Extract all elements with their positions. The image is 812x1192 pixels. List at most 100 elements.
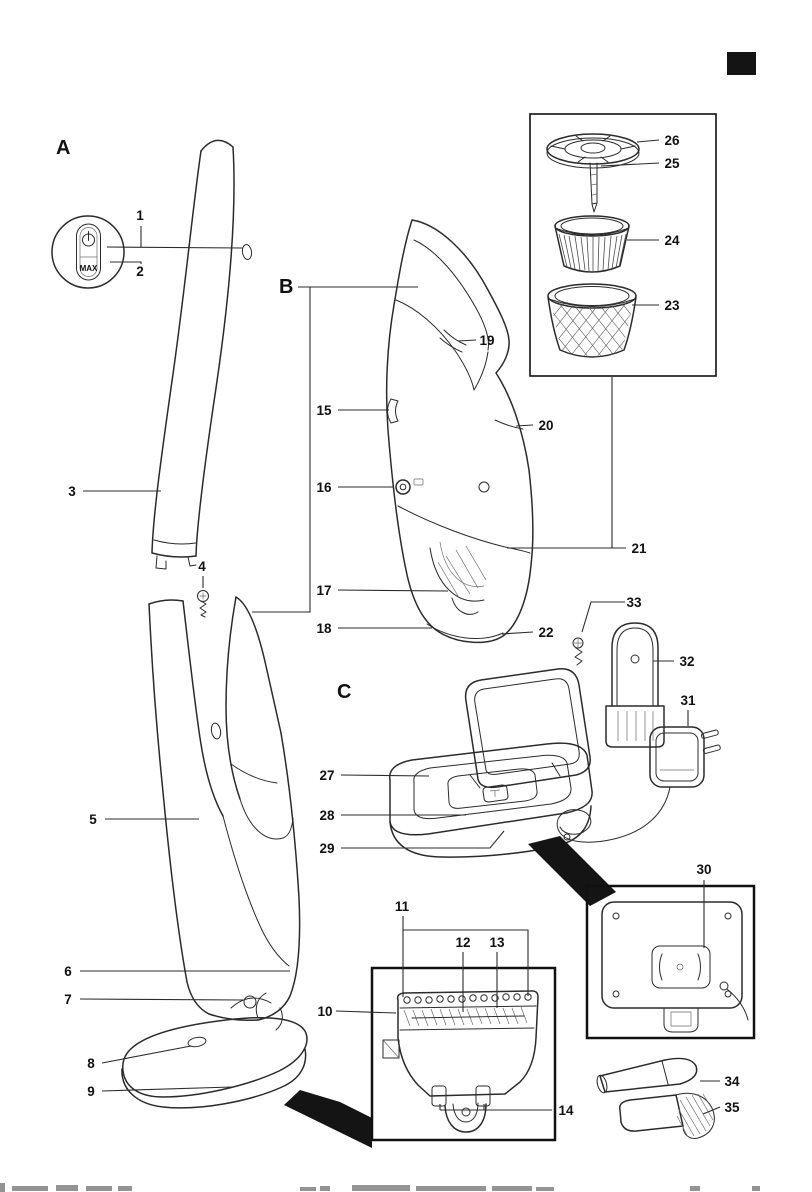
tube-power-switch [241,244,253,260]
charging-base-drawing [388,668,593,858]
callout-12-label: 12 [455,935,470,950]
callout-16-label: 16 [316,480,332,495]
wheel [431,1085,447,1107]
callout-22-label: 22 [538,625,553,640]
power-adapter-drawing [556,726,721,843]
callout-14-label: 14 [558,1103,574,1118]
cord-wrap-recess [651,945,711,989]
callout-1: 1 [106,208,244,249]
comb-teeth [403,993,532,1004]
handheld-unit-drawing [385,219,534,644]
plug-pin [702,744,721,754]
screw-33-drawing [572,637,584,666]
callout-10: 10 [317,1004,397,1019]
leader-22 [501,631,534,635]
filter-pin [589,162,598,213]
power-button-inset: MAX [51,215,125,289]
callout-31-label: 31 [680,693,696,708]
callout-33-label: 33 [626,595,642,610]
callout-26: 26 [636,133,680,148]
leader-10 [335,1010,397,1014]
callout-6: 6 [64,964,290,979]
charging-contact-slot [482,784,509,803]
leader-7 [79,998,244,1001]
callout-8: 8 [87,1045,192,1071]
base-underside-inset-box [585,884,756,1040]
section-label-b: B [279,276,293,298]
callout-29: 29 [319,830,505,856]
callout-2-label: 2 [136,264,144,279]
callout-17-label: 17 [316,583,331,598]
callout-23: 23 [632,298,680,313]
callout-25: 25 [600,156,680,171]
callout-3: 3 [68,484,161,499]
filter-inset-box [529,113,717,377]
leader-33 [581,601,625,633]
brush-roller [399,1005,537,1031]
callout-2: 2 [110,261,144,279]
pleated-filter-drawing [554,215,630,273]
dust-bin-interior [429,541,487,615]
detail-connector-wedge-left [284,1090,372,1148]
floor-unit-drawing [148,596,301,1021]
callout-29-label: 29 [319,841,334,856]
handheld-power-button [395,478,424,495]
side-bracket [382,1039,400,1059]
swivel-neck [444,1103,487,1133]
adapter-cord [556,786,671,843]
callout-19: 19 [457,333,495,348]
callout-7: 7 [64,992,244,1007]
mesh-filter-drawing [547,283,637,358]
callout-33: 33 [581,595,642,633]
filter-parts-inset [529,113,717,377]
leader-14 [439,1104,552,1111]
section-label-c: C [337,681,351,703]
callout-35-label: 35 [724,1100,740,1115]
callout-21-label: 21 [631,541,647,556]
screw-4-drawing [197,590,209,618]
callout-13: 13 [489,935,505,1008]
callout-25-label: 25 [664,156,680,171]
base-underside-inset [585,884,756,1040]
callout-8-label: 8 [87,1056,95,1071]
leader-2 [110,261,142,264]
callout-10-label: 10 [317,1004,332,1019]
callout-9-label: 9 [87,1084,95,1099]
callout-16: 16 [316,480,394,495]
section-b-bracket [252,286,418,613]
leader-27 [340,774,430,777]
stick-vacuum-tube-drawing [151,139,253,570]
leader-8 [101,1045,192,1064]
section-label-a: A [56,137,70,159]
callout-32-label: 32 [679,654,694,669]
leader-35 [702,1106,721,1115]
page-edge-artifacts [0,1183,760,1192]
power-icon [82,231,95,247]
detail-connector-wedge-right [528,836,616,906]
callout-18: 18 [316,621,432,636]
leader-17 [337,589,449,592]
callout-5-label: 5 [89,812,97,827]
callout-34: 34 [700,1074,740,1089]
callout-12: 12 [455,935,471,1012]
callout-11-label: 11 [395,899,410,914]
leader-1 [106,226,244,249]
base-lid [464,668,591,789]
leader-19 [457,339,477,342]
callout-21: 21 [507,377,647,556]
callout-1-label: 1 [136,208,144,223]
wheel [475,1085,491,1107]
callout-18-label: 18 [316,621,332,636]
callout-30: 30 [696,862,712,948]
callout-24-label: 24 [664,233,680,248]
callout-15: 15 [316,403,389,418]
leader-25 [600,162,660,167]
callout-19-label: 19 [479,333,494,348]
callout-28-label: 28 [319,808,335,823]
callout-4: 4 [198,559,206,588]
leader-11 [402,916,529,997]
callout-3-label: 3 [68,484,76,499]
leader-29 [341,830,505,849]
callout-15-label: 15 [316,403,332,418]
